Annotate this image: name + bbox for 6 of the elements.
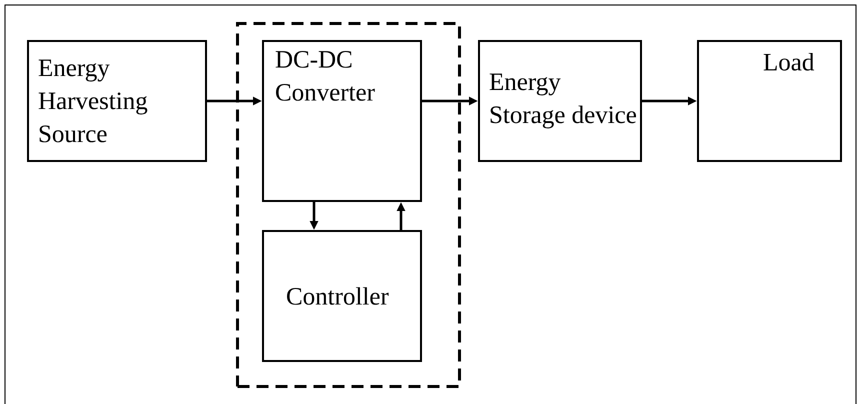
process-box: Energy Storage device — [478, 40, 642, 162]
dashed-group-box — [236, 22, 461, 388]
process-box: Energy Harvesting Source — [27, 40, 207, 162]
process-box: Load — [697, 40, 842, 162]
process-box: DC-DC Converter — [262, 40, 422, 202]
process-box: Controller — [262, 230, 422, 362]
